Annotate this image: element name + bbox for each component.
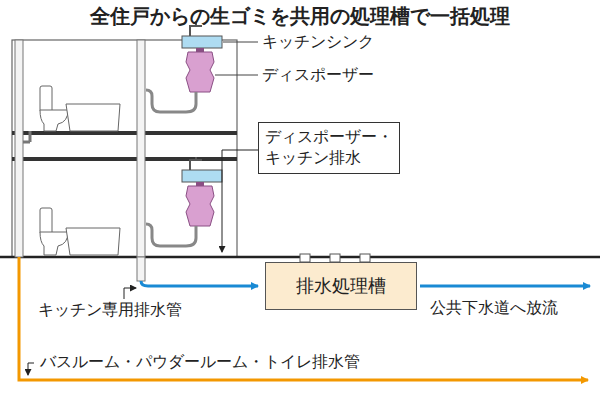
node-text: ディスポーザー・キッチン排水 (265, 127, 393, 169)
pipe-label: キッチン専用排水管 (38, 300, 182, 320)
callout-box: ディスポーザー・キッチン排水 (258, 122, 400, 174)
node-text: 排水処理槽 (266, 274, 416, 298)
part-label: キッチンシンク (262, 32, 374, 52)
pipe-label: バスルーム・パウダールーム・トイレ排水管 (40, 352, 360, 372)
flow-label: 公共下水道へ放流 (430, 298, 558, 318)
treatment-tank: 排水処理槽 (265, 262, 417, 310)
part-label: ディスポーザー (262, 65, 374, 85)
diagram-title: 全住戸からの生ゴミを共用の処理槽で一括処理 (0, 4, 600, 29)
